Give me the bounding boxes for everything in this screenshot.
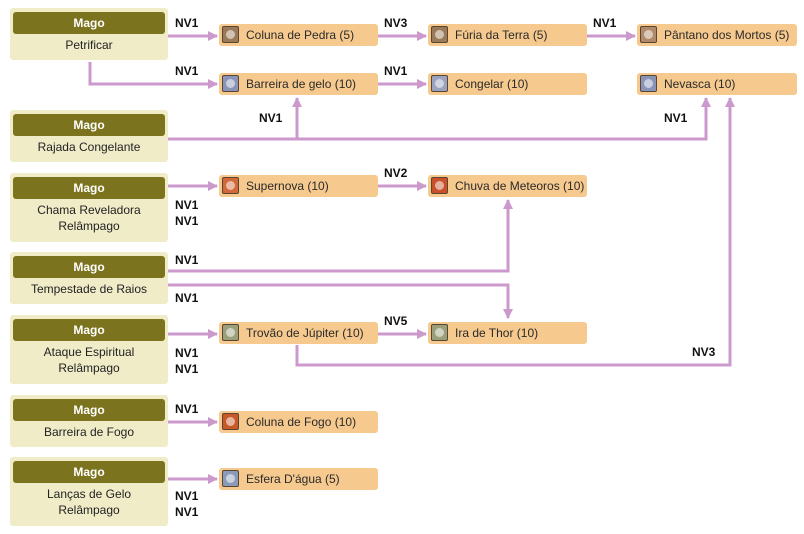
mage-header: Mago	[13, 319, 165, 341]
mage-header: Mago	[13, 177, 165, 199]
mage-skill-label: Relâmpago	[58, 503, 120, 517]
mage-skill-label: Barreira de Fogo	[43, 425, 135, 439]
level-label: NV1	[175, 402, 199, 416]
skill-esfera-dagua: Esfera D'água (5)	[219, 468, 378, 490]
skill-congelar: Congelar (10)	[428, 73, 587, 95]
level-label: NV1	[175, 346, 199, 360]
lightning-skill-icon	[222, 324, 239, 341]
swamp-skill-icon	[640, 26, 657, 43]
mage-header: Mago	[13, 256, 165, 278]
skill-furia-da-terra: Fúria da Terra (5)	[428, 24, 587, 46]
lightning-skill-icon	[431, 324, 448, 341]
mage-box-rajada-congelante: Mago Rajada Congelante	[10, 110, 168, 162]
skill-pantano-dos-mortos: Pântano dos Mortos (5)	[637, 24, 797, 46]
level-label: NV1	[175, 214, 199, 228]
mage-header: Mago	[13, 12, 165, 34]
skill-trovao-de-jupiter: Trovão de Júpiter (10)	[219, 322, 378, 344]
skill-label: Fúria da Terra (5)	[455, 28, 548, 42]
level-label: NV1	[593, 16, 617, 30]
level-label: NV5	[384, 314, 408, 328]
mage-box-barreira-de-fogo: Mago Barreira de Fogo	[10, 395, 168, 447]
skill-chuva-de-meteoros: Chuva de Meteoros (10)	[428, 175, 587, 197]
level-label: NV1	[175, 505, 199, 519]
skill-ira-de-thor: Ira de Thor (10)	[428, 322, 587, 344]
fire-skill-icon	[431, 177, 448, 194]
earth-skill-icon	[222, 26, 239, 43]
fire-skill-icon	[222, 177, 239, 194]
level-label: NV1	[175, 253, 199, 267]
mage-box-chama-reveladora: Mago Chama Reveladora Relâmpago	[10, 173, 168, 242]
skill-barreira-de-gelo: Barreira de gelo (10)	[219, 73, 378, 95]
skill-label: Congelar (10)	[455, 77, 529, 91]
mage-box-petrificar: Mago Petrificar	[10, 8, 168, 60]
mage-skill-label: Ataque Espiritual	[43, 345, 135, 359]
arrow-rajada-to-nevasca	[297, 97, 711, 141]
mage-skill-label: Lanças de Gelo	[46, 487, 132, 501]
skill-label: Barreira de gelo (10)	[246, 77, 357, 91]
skill-label: Chuva de Meteoros (10)	[455, 179, 585, 193]
level-label: NV1	[664, 111, 688, 125]
level-label: NV2	[384, 166, 408, 180]
level-label: NV1	[175, 16, 199, 30]
skill-label: Coluna de Fogo (10)	[246, 415, 357, 429]
level-label: NV1	[175, 291, 199, 305]
skill-coluna-de-pedra: Coluna de Pedra (5)	[219, 24, 378, 46]
skill-label: Supernova (10)	[246, 179, 329, 193]
mage-header: Mago	[13, 399, 165, 421]
skill-label: Coluna de Pedra (5)	[246, 28, 355, 42]
level-label: NV1	[175, 198, 199, 212]
mage-skill-label: Rajada Congelante	[37, 140, 141, 154]
skill-label: Ira de Thor (10)	[455, 326, 539, 340]
skill-label: Pântano dos Mortos (5)	[664, 28, 790, 42]
mage-skill-label: Tempestade de Raios	[30, 282, 148, 296]
level-label: NV3	[692, 345, 716, 359]
skill-supernova: Supernova (10)	[219, 175, 378, 197]
mage-box-lancas-de-gelo: Mago Lanças de Gelo Relâmpago	[10, 457, 168, 526]
arrow-petrificar-to-barreira-gelo	[88, 62, 218, 89]
mage-box-tempestade-de-raios: Mago Tempestade de Raios	[10, 252, 168, 304]
level-label: NV1	[384, 64, 408, 78]
earth-skill-icon	[431, 26, 448, 43]
skill-label: Nevasca (10)	[664, 77, 736, 91]
water-skill-icon	[222, 470, 239, 487]
level-label: NV1	[259, 111, 283, 125]
arrow-tempestade-to-ira-thor	[168, 283, 513, 319]
mage-skill-label: Relâmpago	[58, 219, 120, 233]
arrow-tempestade-to-meteoros	[168, 199, 513, 273]
level-label: NV1	[175, 64, 199, 78]
level-label: NV3	[384, 16, 408, 30]
level-label: NV1	[175, 489, 199, 503]
mage-header: Mago	[13, 114, 165, 136]
ice-skill-icon	[640, 75, 657, 92]
skill-coluna-de-fogo: Coluna de Fogo (10)	[219, 411, 378, 433]
fire-skill-icon	[222, 413, 239, 430]
mage-skill-label: Chama Reveladora	[37, 203, 141, 217]
skill-nevasca: Nevasca (10)	[637, 73, 797, 95]
skill-label: Trovão de Júpiter (10)	[246, 326, 364, 340]
mage-header: Mago	[13, 461, 165, 483]
level-label: NV1	[175, 362, 199, 376]
mage-skill-label: Petrificar	[65, 38, 113, 52]
arrow-trovao-to-nevasca	[295, 97, 735, 367]
skill-label: Esfera D'água (5)	[246, 472, 340, 486]
ice-skill-icon	[431, 75, 448, 92]
mage-box-ataque-espiritual: Mago Ataque Espiritual Relâmpago	[10, 315, 168, 384]
mage-skill-label: Relâmpago	[58, 361, 120, 375]
ice-skill-icon	[222, 75, 239, 92]
